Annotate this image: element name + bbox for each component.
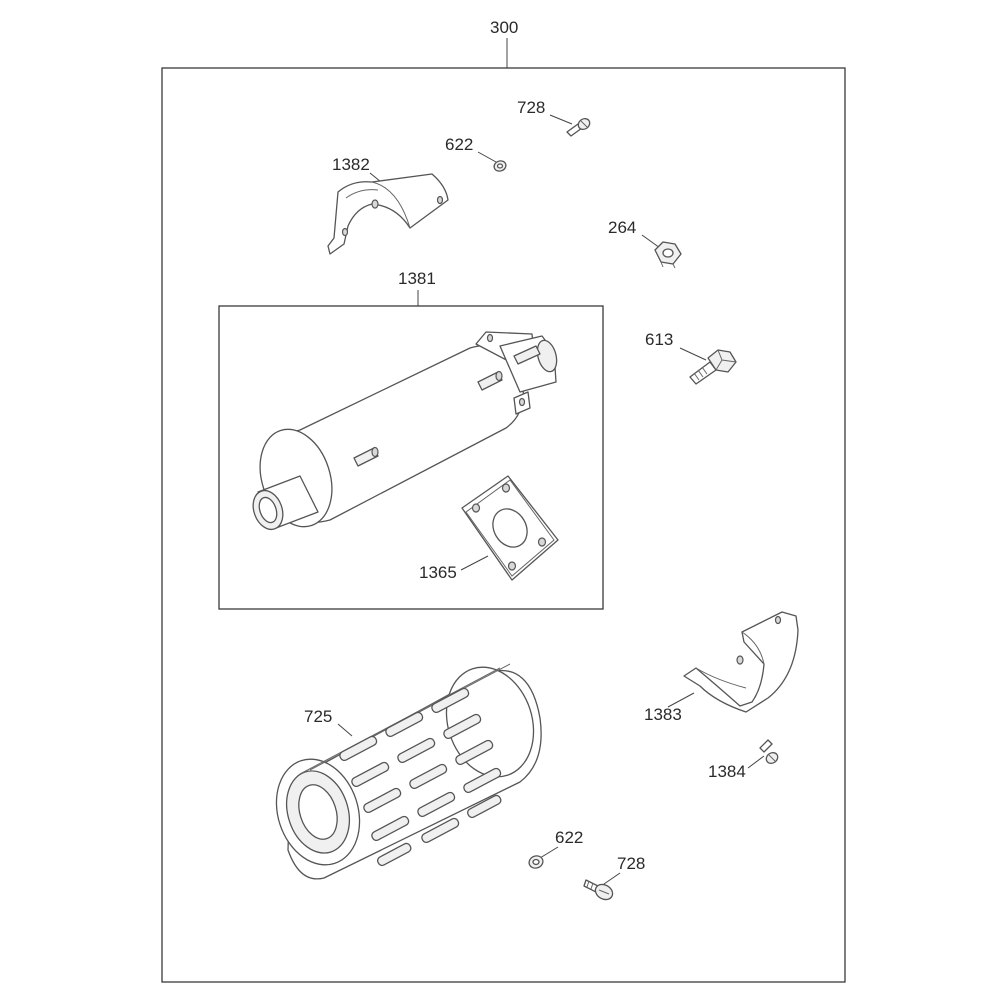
muffler-1381 (252, 331, 558, 531)
washer-622-top (493, 160, 507, 172)
leader-725 (337, 723, 353, 737)
callout-264: 264 (608, 218, 636, 237)
clamp-1382 (327, 173, 449, 255)
leader-1365 (460, 555, 489, 571)
callout-613: 613 (645, 330, 673, 349)
leader-264 (641, 234, 661, 249)
callout-1383: 1383 (644, 705, 682, 724)
leader-1383 (667, 692, 695, 708)
leader-1384 (747, 755, 765, 769)
callout-1384: 1384 (708, 762, 746, 781)
clamp-1383 (683, 611, 799, 713)
assembly-frame (161, 67, 846, 983)
callout-1382: 1382 (332, 155, 370, 174)
leader-728-bottom (603, 872, 621, 885)
nut-264 (654, 241, 682, 269)
callout-622-top: 622 (445, 135, 473, 154)
screw-728-top (566, 118, 591, 137)
screen-725 (275, 663, 542, 880)
leader-622-top (477, 151, 497, 163)
leader-613 (679, 347, 707, 361)
leader-728-top (549, 114, 573, 125)
callout-728-bottom: 728 (617, 854, 645, 873)
bolt-613 (689, 349, 737, 385)
callout-1365: 1365 (419, 563, 457, 582)
washer-622-bottom (528, 855, 544, 869)
screw-1384 (759, 739, 779, 764)
callout-725: 725 (304, 707, 332, 726)
leader-622-bottom (539, 846, 559, 859)
muffler-group-frame (218, 305, 604, 610)
gasket-1365 (461, 475, 559, 581)
screw-728-bottom (583, 879, 614, 901)
callout-622-bottom: 622 (555, 828, 583, 847)
callout-1381: 1381 (398, 269, 436, 288)
assembly-number-label: 300 (490, 18, 518, 37)
callout-728-top: 728 (517, 98, 545, 117)
